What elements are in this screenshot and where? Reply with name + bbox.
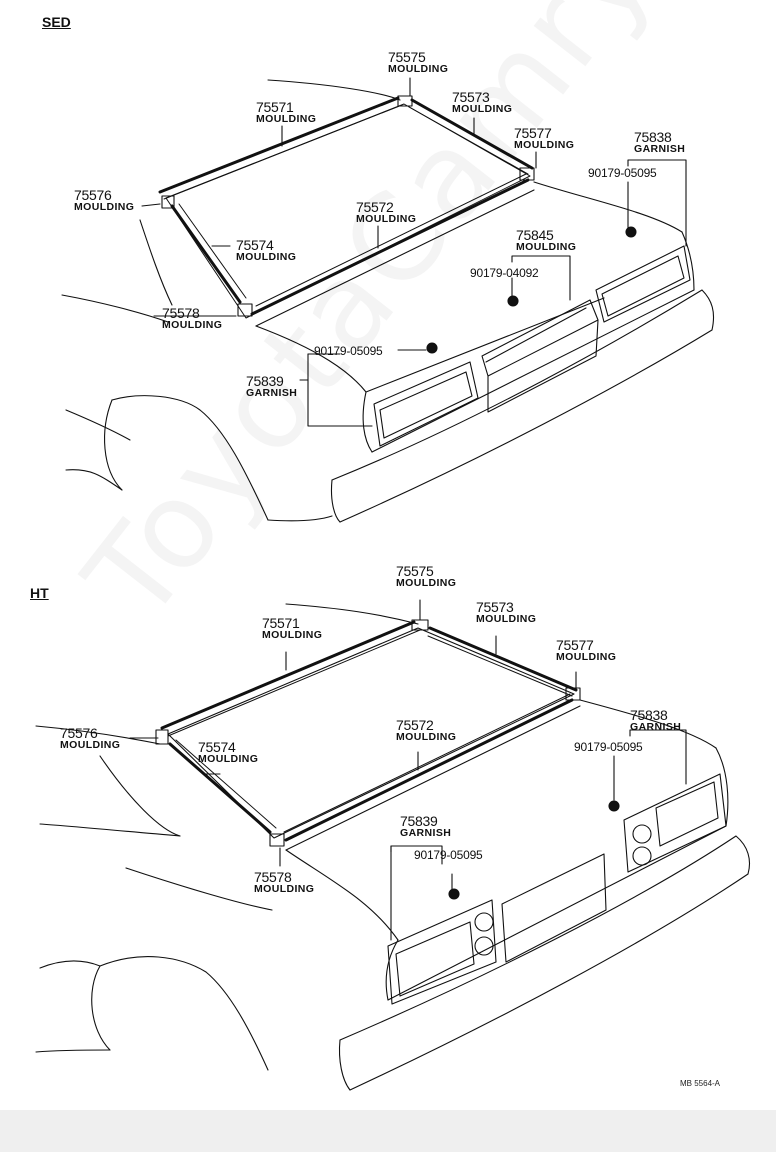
clip-90179-05095-lower: 90179-05095 <box>314 344 383 358</box>
part-name: MOULDING <box>60 739 121 751</box>
part-name: MOULDING <box>198 753 259 765</box>
callout-75571: 75571 MOULDING <box>256 100 316 125</box>
callout-75576: 75576 MOULDING <box>74 188 134 213</box>
part-name: MOULDING <box>162 319 223 331</box>
callout-ht-75838: 75838 GARNISH <box>630 708 681 733</box>
part-name: MOULDING <box>476 613 537 625</box>
part-number: 75839 <box>400 813 438 829</box>
callout-ht-75578: 75578 MOULDING <box>254 870 314 895</box>
footer-band <box>0 1110 776 1152</box>
callout-ht-75839: 75839 GARNISH <box>400 814 451 839</box>
part-number: 75839 <box>246 373 284 389</box>
part-name: MOULDING <box>356 213 417 225</box>
part-name: MOULDING <box>262 629 323 641</box>
callout-75845: 75845 MOULDING <box>516 228 576 253</box>
clip-ht-90179-05095-right: 90179-05095 <box>574 740 643 754</box>
part-number: 75574 <box>198 739 236 755</box>
part-name: GARNISH <box>400 827 452 839</box>
part-name: GARNISH <box>630 721 682 733</box>
parts-illustration <box>35 77 751 1091</box>
part-number: 75577 <box>514 125 552 141</box>
part-number: 75576 <box>74 187 112 203</box>
part-name: MOULDING <box>514 139 575 151</box>
part-number: 75574 <box>236 237 274 253</box>
callout-75574: 75574 MOULDING <box>236 238 296 263</box>
section-title-ht: HT <box>30 585 49 601</box>
callout-75572: 75572 MOULDING <box>356 200 416 225</box>
part-name: MOULDING <box>556 651 617 663</box>
part-name: MOULDING <box>254 883 315 895</box>
part-number: 75573 <box>476 599 514 615</box>
drawing-code: MB 5564-A <box>680 1079 721 1088</box>
callout-ht-75571: 75571 MOULDING <box>262 616 322 641</box>
callout-ht-75577: 75577 MOULDING <box>556 638 616 663</box>
part-name: MOULDING <box>236 251 297 263</box>
part-name: GARNISH <box>634 143 686 155</box>
part-number: 75838 <box>630 707 668 723</box>
clip-ht-90179-05095-left: 90179-05095 <box>414 848 483 862</box>
part-number: 75578 <box>162 305 200 321</box>
part-number: 75571 <box>262 615 300 631</box>
callout-75577: 75577 MOULDING <box>514 126 574 151</box>
part-number: 75573 <box>452 89 490 105</box>
callout-ht-75576: 75576 MOULDING <box>60 726 120 751</box>
part-name: MOULDING <box>256 113 317 125</box>
callout-75575: 75575 MOULDING <box>388 50 448 75</box>
part-number: 75572 <box>356 199 394 215</box>
callout-ht-75574: 75574 MOULDING <box>198 740 258 765</box>
callout-ht-75572: 75572 MOULDING <box>396 718 456 743</box>
callout-75839: 75839 GARNISH <box>246 374 297 399</box>
callout-75573: 75573 MOULDING <box>452 90 512 115</box>
part-name: MOULDING <box>452 103 513 115</box>
part-name: MOULDING <box>74 201 135 213</box>
part-name: MOULDING <box>388 63 449 75</box>
part-number: 75572 <box>396 717 434 733</box>
callout-ht-75575: 75575 MOULDING <box>396 564 456 589</box>
clip-90179-05095-upper: 90179-05095 <box>588 166 657 180</box>
part-number: 75577 <box>556 637 594 653</box>
clip-90179-04092: 90179-04092 <box>470 266 539 280</box>
part-number: 75571 <box>256 99 294 115</box>
part-name: GARNISH <box>246 387 298 399</box>
callout-ht-75573: 75573 MOULDING <box>476 600 536 625</box>
part-name: MOULDING <box>396 731 457 743</box>
part-name: MOULDING <box>396 577 457 589</box>
part-number: 75575 <box>388 49 426 65</box>
section-title-sed: SED <box>42 14 71 30</box>
callout-75838: 75838 GARNISH <box>634 130 685 155</box>
diagram-sheet <box>0 0 776 1110</box>
part-name: MOULDING <box>516 241 577 253</box>
part-number: 75845 <box>516 227 554 243</box>
part-number: 75576 <box>60 725 98 741</box>
callout-75578: 75578 MOULDING <box>162 306 222 331</box>
part-number: 75578 <box>254 869 292 885</box>
part-number: 75838 <box>634 129 672 145</box>
part-number: 75575 <box>396 563 434 579</box>
